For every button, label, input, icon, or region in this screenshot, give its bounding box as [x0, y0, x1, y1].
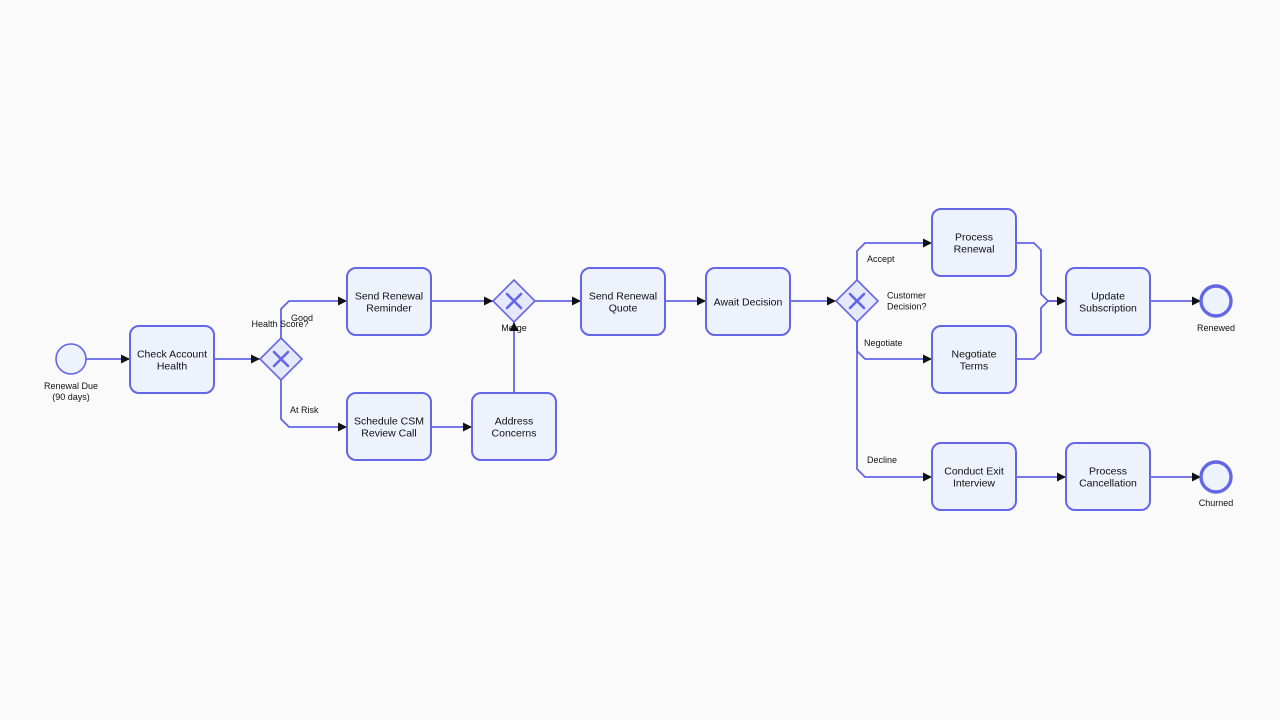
end-event-churned[interactable]: [1199, 460, 1233, 494]
task-label-line: Process: [955, 232, 993, 244]
task-label-line: Conduct Exit: [944, 466, 1004, 478]
task-label-line: Terms: [960, 361, 989, 373]
task-box[interactable]: [931, 208, 1017, 277]
task-box[interactable]: [1065, 442, 1151, 511]
end-event-circle[interactable]: [1199, 284, 1233, 318]
task-box[interactable]: [705, 267, 791, 336]
flow-label-at-risk: At Risk: [290, 405, 319, 415]
task-label-line: Concerns: [492, 428, 537, 440]
gateway-label-merge-line: Merge: [501, 323, 527, 333]
task-label-line: Interview: [953, 478, 995, 490]
task-box[interactable]: [931, 325, 1017, 394]
task-box[interactable]: [346, 267, 432, 336]
task-label: Await Decision: [714, 297, 783, 309]
flow-g_health-to-csm[interactable]: [280, 380, 347, 432]
gateway-label-decision-line: Decision?: [887, 302, 927, 312]
task-label-line: Reminder: [366, 303, 412, 315]
task-label-line: Negotiate: [952, 349, 997, 361]
task-label-line: Review Call: [361, 428, 416, 440]
task-label-line: Send Renewal: [355, 291, 423, 303]
task-box[interactable]: [346, 392, 432, 461]
event-label-end-churned: Churned: [1199, 498, 1234, 508]
gateway-label-merge: Merge: [501, 323, 527, 333]
gateway-label-health-line: Health Score?: [251, 319, 308, 329]
flow-g_health-to-reminder[interactable]: [280, 296, 347, 338]
gateway-label-decision-line: Customer: [887, 291, 926, 301]
task-label-line: Update: [1091, 291, 1125, 303]
task-label-line: Subscription: [1079, 303, 1137, 315]
flow-process_renewal-to-update[interactable]: [1016, 242, 1066, 306]
start-event[interactable]: [55, 343, 87, 375]
flow-label-decline: Decline: [867, 455, 897, 465]
gateway-label-health: Health Score?: [251, 319, 308, 329]
task-label-line: Process: [1089, 466, 1127, 478]
task-box[interactable]: [1065, 267, 1151, 336]
event-label-start: Renewal Due(90 days): [44, 381, 98, 402]
flow-label-accept: Accept: [867, 254, 895, 264]
gateway-health[interactable]: [258, 336, 304, 382]
task-label-line: Send Renewal: [589, 291, 657, 303]
gateway-decision[interactable]: [834, 278, 880, 324]
task-label-line: Address: [495, 416, 534, 428]
event-label-end-renewed-line: Renewed: [1197, 323, 1235, 333]
end-event-circle[interactable]: [1199, 460, 1233, 494]
flow-label-negotiate: Negotiate: [864, 338, 903, 348]
exclusive-x-icon: [505, 292, 523, 310]
start-event-circle[interactable]: [55, 343, 87, 375]
task-label-line: Quote: [609, 303, 638, 315]
task-box[interactable]: [580, 267, 666, 336]
event-label-end-renewed: Renewed: [1197, 323, 1235, 333]
task-box[interactable]: [129, 325, 215, 394]
flow-g_decision-to-exit[interactable]: [856, 322, 932, 482]
task-box[interactable]: [931, 442, 1017, 511]
event-label-start-line: Renewal Due: [44, 381, 98, 391]
event-label-start-line: (90 days): [52, 392, 90, 402]
task-label-line: Cancellation: [1079, 478, 1137, 490]
task-label-line: Check Account: [137, 349, 207, 361]
flow-negotiate-to-update[interactable]: [1016, 296, 1066, 360]
flow-label-good: Good: [291, 313, 313, 323]
exclusive-x-icon: [848, 292, 866, 310]
flow-g_decision-to-process_renewal[interactable]: [856, 238, 932, 280]
task-label-line: Schedule CSM: [354, 416, 424, 428]
task-box[interactable]: [471, 392, 557, 461]
end-event-renewed[interactable]: [1199, 284, 1233, 318]
flows-layer: [86, 238, 1201, 482]
task-await[interactable]: Await Decision: [705, 267, 791, 336]
gateway-merge[interactable]: [491, 278, 537, 324]
task-label-line: Renewal: [954, 244, 995, 256]
task-label-line: Health: [157, 361, 188, 373]
exclusive-x-icon: [272, 350, 290, 368]
event-label-end-churned-line: Churned: [1199, 498, 1234, 508]
task-label-line: Await Decision: [714, 297, 783, 309]
